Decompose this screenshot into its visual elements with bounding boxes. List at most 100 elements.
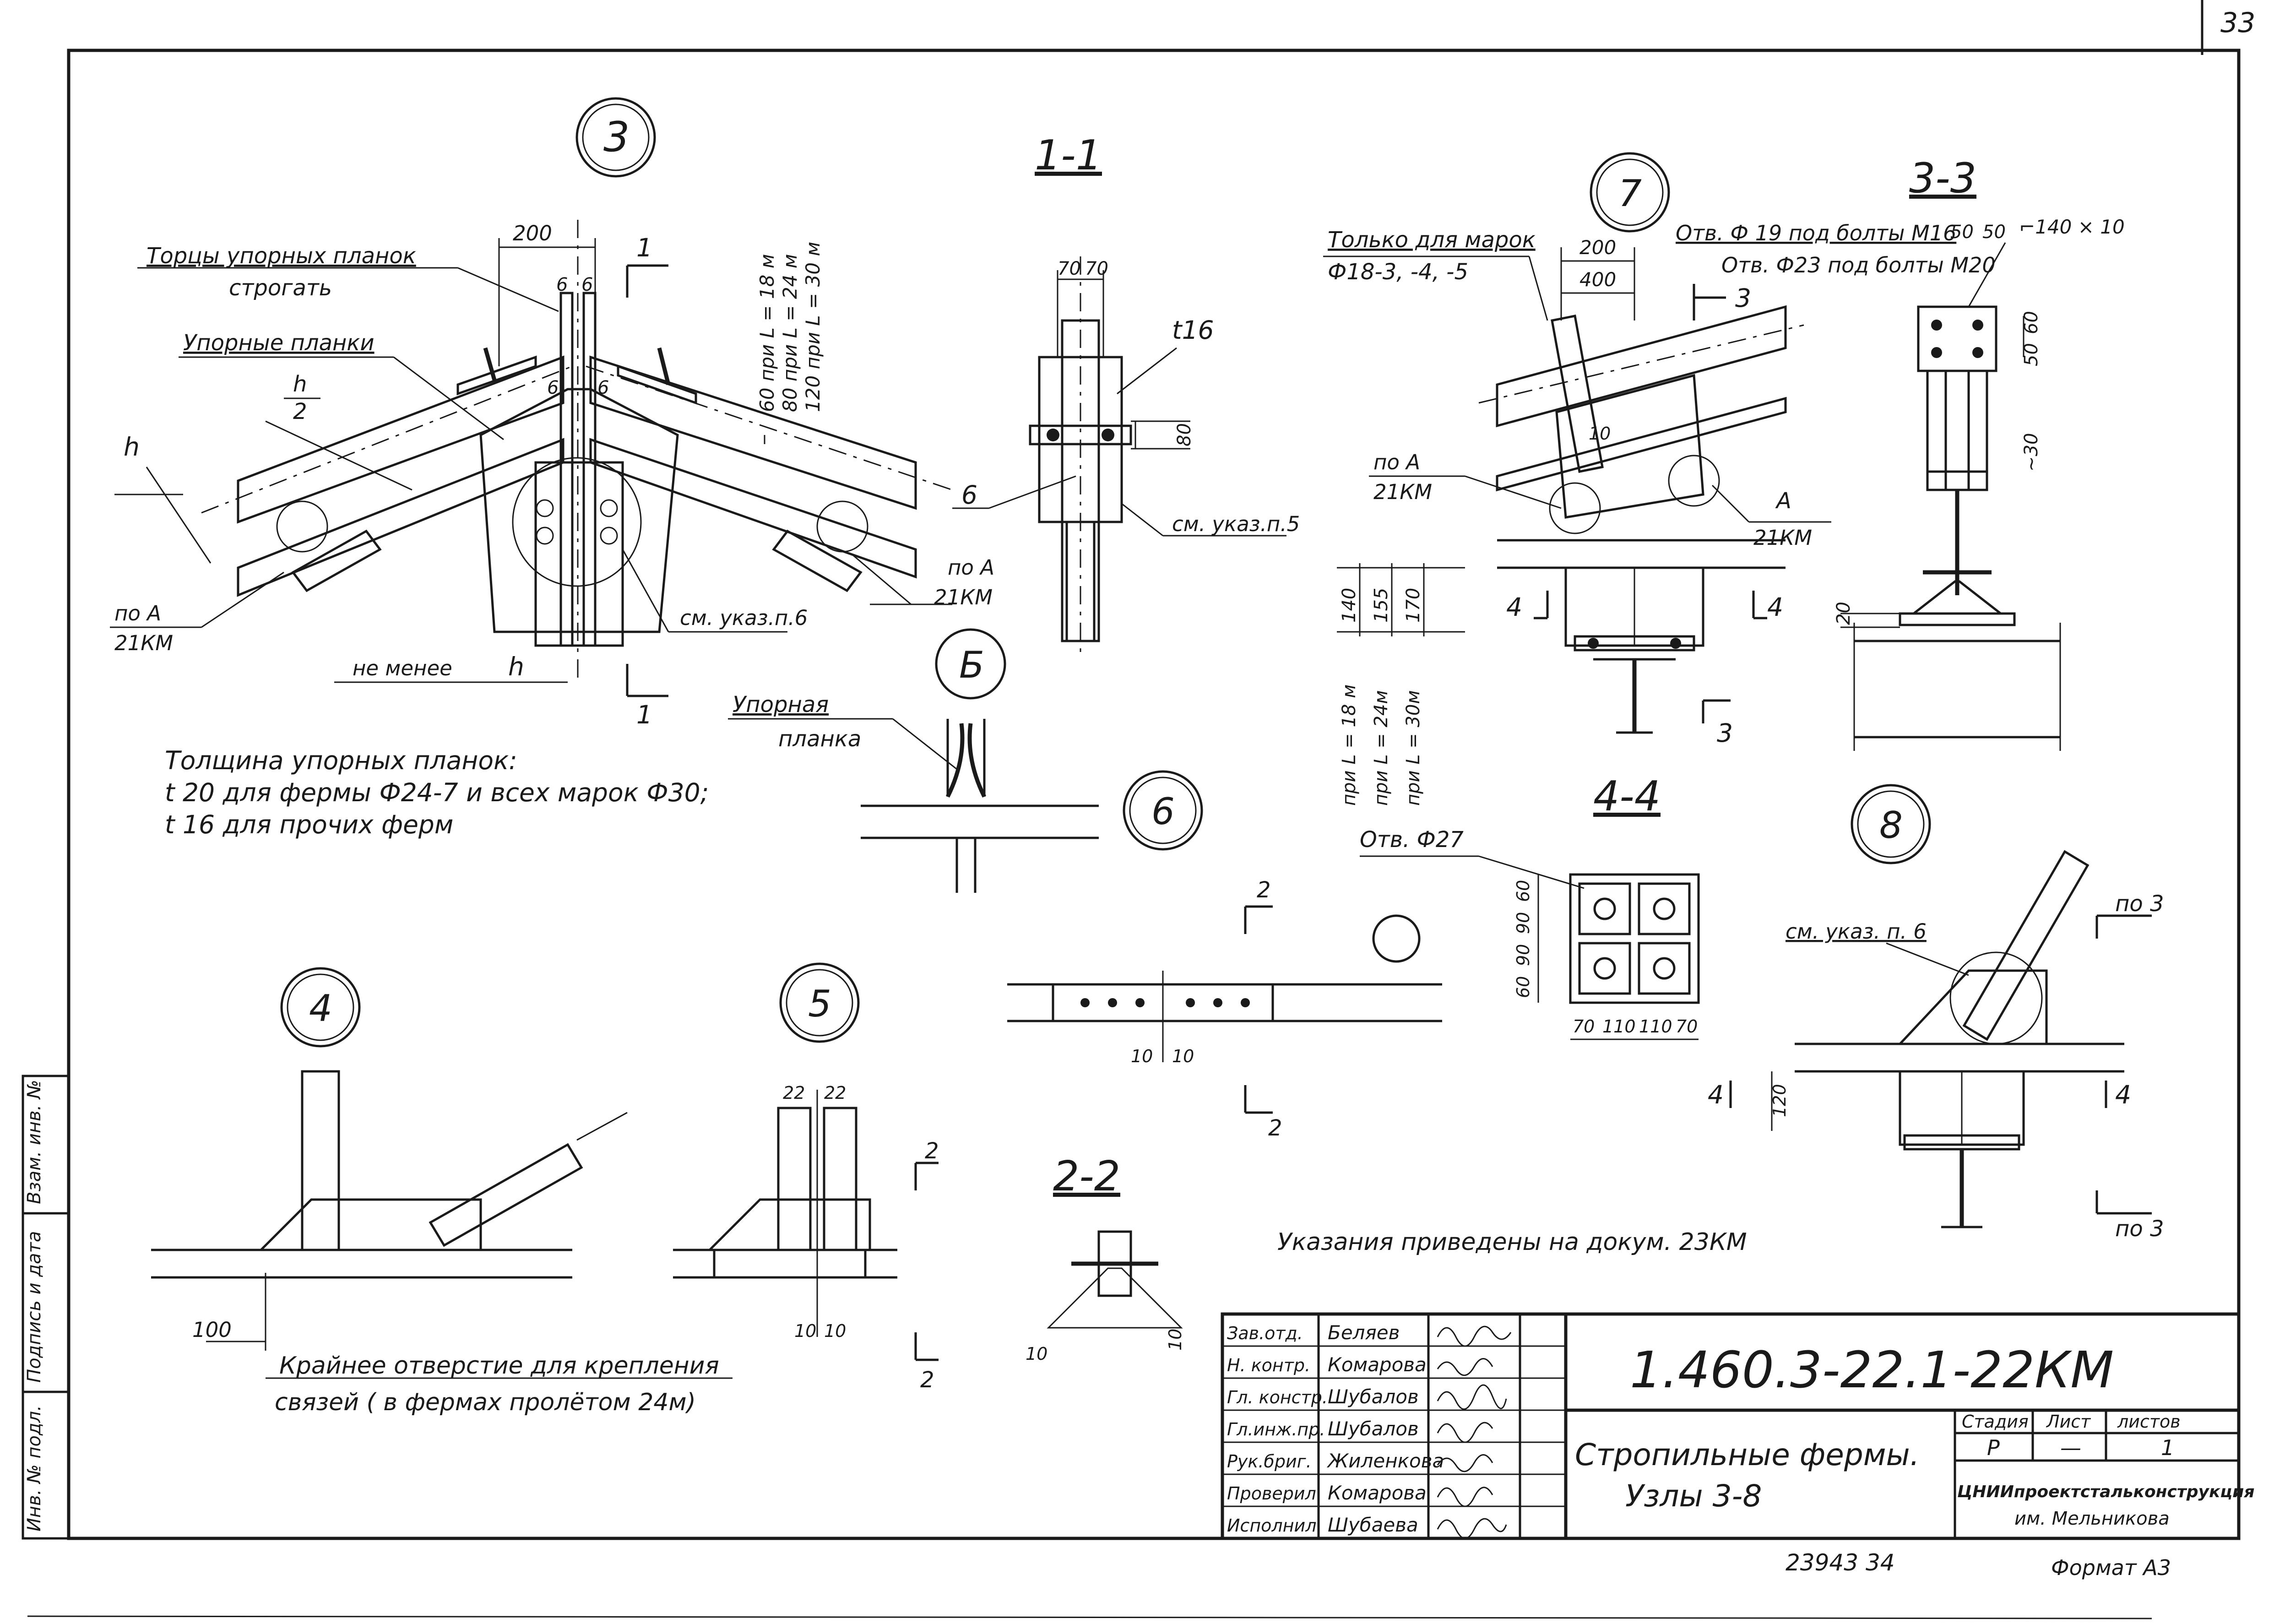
s44-v60a: 60 bbox=[1513, 880, 1533, 902]
node3-sm-ukaz-6: см. указ.п.6 bbox=[680, 606, 808, 630]
s33-d60: 60 bbox=[2021, 311, 2042, 334]
s44-v60b: 60 bbox=[1513, 976, 1533, 998]
node3-h-top: h bbox=[293, 371, 307, 397]
node-8-label: 8 bbox=[1879, 804, 1903, 847]
node5-cut2b: 2 bbox=[920, 1367, 934, 1393]
node-5-drawing: 5 22 22 10 10 2 2 bbox=[673, 962, 939, 1393]
section-3-3-label: 3-3 bbox=[1909, 154, 1976, 202]
section-2-2-drawing: 2-2 10 10 bbox=[1026, 1152, 1185, 1364]
node3-poa-4: 21КМ bbox=[934, 585, 993, 609]
node7-v155: 155 bbox=[1371, 588, 1392, 623]
s33-d20: 20 bbox=[1833, 602, 1854, 625]
ukazaniya-note: Указания приведены на докум. 23КМ bbox=[1277, 1228, 1747, 1256]
node3-tortsy-1: Торцы упорных планок bbox=[147, 243, 416, 269]
node3-dim-6d: 6 bbox=[597, 377, 609, 398]
node7-pri30: при L = 30м bbox=[1403, 690, 1424, 806]
node7-cut4a: 4 bbox=[1506, 592, 1522, 622]
node3-poa-1: по А bbox=[114, 601, 161, 625]
sheet-frame bbox=[27, 0, 2241, 1619]
node8-d120: 120 bbox=[1769, 1084, 1790, 1117]
tb-role-5: Проверил bbox=[1227, 1483, 1316, 1504]
stamp-podpis-data: Подпись и дата bbox=[24, 1231, 45, 1383]
node5-d22b: 22 bbox=[824, 1083, 846, 1103]
node3-poa-3: по А bbox=[948, 555, 994, 580]
tb-stage-h: Стадия bbox=[1962, 1412, 2029, 1432]
s33-otv1: Отв. Ф 19 под болты М16 bbox=[1676, 221, 1956, 245]
s22-d10a: 10 bbox=[1026, 1344, 1048, 1364]
node3-dim-6a: 6 bbox=[556, 274, 568, 295]
s44-h70a: 70 bbox=[1573, 1016, 1595, 1037]
tb-name-5: Комарова bbox=[1328, 1482, 1427, 1504]
node3-h-left: h bbox=[124, 432, 140, 462]
node7-v140: 140 bbox=[1339, 588, 1360, 623]
node3-dim-6c: 6 bbox=[547, 377, 559, 398]
s11-sm-ukaz-5: см. указ.п.5 bbox=[1172, 512, 1300, 536]
tb-name-1: Комарова bbox=[1328, 1353, 1427, 1376]
s44-otv: Отв. Ф27 bbox=[1360, 827, 1464, 853]
node7-dim-400: 400 bbox=[1579, 268, 1616, 291]
tb-role-4: Рук.бриг. bbox=[1227, 1451, 1312, 1472]
tb-format: Формат А3 bbox=[2051, 1555, 2171, 1580]
sheet-number: 33 bbox=[2220, 7, 2255, 39]
node7-dim-200: 200 bbox=[1579, 236, 1616, 259]
thickness-note: Толщина упорных планок: t 20 для фермы Ф… bbox=[165, 746, 709, 839]
tb-sheet-h: Лист bbox=[2046, 1412, 2091, 1432]
node6-d10b: 10 bbox=[1172, 1046, 1194, 1066]
s33-otv2: Отв. Ф23 под болты М20 bbox=[1721, 253, 1996, 277]
tb-role-0: Зав.отд. bbox=[1227, 1323, 1303, 1343]
node5-cut2: 2 bbox=[925, 1138, 939, 1164]
node4-dim-100: 100 bbox=[192, 1318, 232, 1342]
section-2-2-label: 2-2 bbox=[1053, 1152, 1120, 1200]
node8-cut4a: 4 bbox=[1708, 1080, 1724, 1109]
s33-d50a: 50 bbox=[1950, 222, 1974, 243]
node7-v170: 170 bbox=[1403, 588, 1424, 623]
node3-poa-2: 21КМ bbox=[114, 631, 173, 655]
tb-role-2: Гл. констр. bbox=[1227, 1387, 1328, 1407]
node3-ne-menee: не менее bbox=[353, 656, 452, 680]
node4-note-1: Крайнее отверстие для крепления bbox=[279, 1352, 719, 1380]
node5-d22a: 22 bbox=[783, 1083, 805, 1103]
node7-cut3-top: 3 bbox=[1735, 283, 1751, 313]
node8-cut4b: 4 bbox=[2115, 1080, 2131, 1109]
s44-h110a: 110 bbox=[1602, 1016, 1636, 1037]
node8-po3-bot: по 3 bbox=[2115, 1216, 2164, 1242]
tb-sheets-h: листов bbox=[2117, 1412, 2181, 1432]
s44-v90b: 90 bbox=[1513, 944, 1533, 966]
tb-title-2: Узлы 3-8 bbox=[1625, 1478, 1762, 1514]
tb-org-1: ЦНИИпроектстальконструкция bbox=[1957, 1483, 2254, 1501]
node7-a-r2: 21КМ bbox=[1753, 526, 1812, 550]
s22-d10b: 10 bbox=[1165, 1329, 1185, 1351]
node6-cut2-bot: 2 bbox=[1268, 1115, 1282, 1141]
tb-name-4: Жиленкова bbox=[1326, 1450, 1444, 1472]
node4-note-2: связей ( в фермах пролётом 24м) bbox=[275, 1389, 696, 1416]
s11-dim-80: 80 bbox=[1174, 423, 1195, 446]
tb-bottom-num: 23943 34 bbox=[1786, 1549, 1895, 1576]
node-b-label-2: планка bbox=[778, 726, 861, 752]
node7-a-r: А bbox=[1775, 488, 1791, 514]
section-1-1-label: 1-1 bbox=[1035, 131, 1102, 179]
node7-poa-l: по А bbox=[1373, 450, 1420, 474]
s44-v90a: 90 bbox=[1513, 912, 1533, 934]
signatures bbox=[1437, 1325, 1512, 1539]
node-3-label: 3 bbox=[603, 113, 630, 161]
s11-dim-70a: 70 bbox=[1058, 258, 1081, 279]
node5-d10a: 10 bbox=[794, 1321, 816, 1341]
node7-cut3-bot: 3 bbox=[1717, 718, 1733, 748]
s11-call-6: 6 bbox=[961, 480, 977, 510]
tb-role-1: Н. контр. bbox=[1227, 1355, 1310, 1375]
s44-h70b: 70 bbox=[1676, 1016, 1698, 1037]
s33-d50c: 50 bbox=[2021, 343, 2042, 366]
s44-h110b: 110 bbox=[1639, 1016, 1672, 1037]
node-8-drawing: 8 см. указ. п. 6 по 3 по 3 4 4 120 bbox=[1708, 784, 2164, 1242]
node7-pri18: при L = 18 м bbox=[1339, 684, 1360, 806]
node7-only-1: Только для марок bbox=[1328, 227, 1536, 253]
section-3-3-drawing: 3-3 Отв. Ф 19 под болты М16 Отв. Ф23 под… bbox=[1676, 154, 2125, 751]
node-b-drawing: Б Упорная планка bbox=[728, 628, 1099, 893]
tb-name-3: Шубалов bbox=[1328, 1418, 1419, 1440]
node7-dim-10: 10 bbox=[1589, 424, 1611, 444]
s11-dim-70b: 70 bbox=[1085, 258, 1108, 279]
tb-name-0: Беляев bbox=[1328, 1321, 1400, 1344]
section-4-4-label: 4-4 bbox=[1593, 772, 1661, 820]
node6-d10a: 10 bbox=[1131, 1046, 1153, 1066]
